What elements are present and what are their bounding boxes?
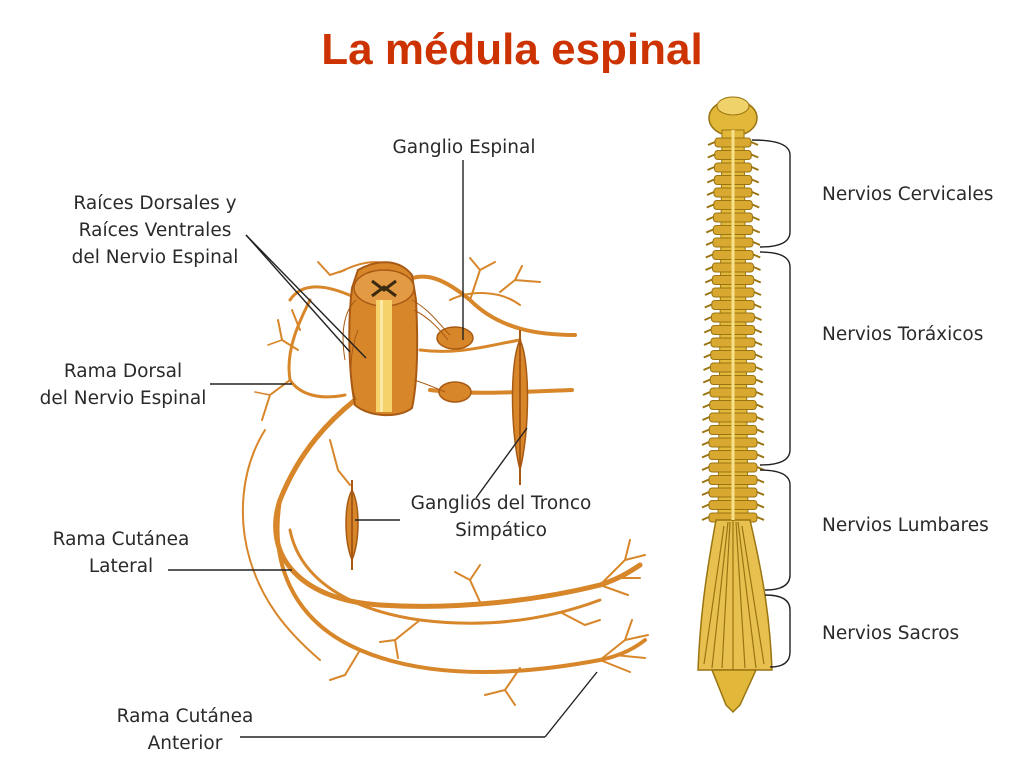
spinal-nerve-root: [707, 141, 716, 146]
label-rama-lateral-line1: Rama Cutánea: [52, 529, 190, 550]
leader-lines-left: [168, 160, 598, 738]
spinal-nerve-root: [755, 378, 764, 384]
spinal-nerve-root: [755, 366, 763, 371]
spinal-nerve-root: [704, 316, 712, 321]
label-rama-dorsal: Rama Dorsal del Nervio Espinal: [28, 358, 218, 412]
spinal-nerve-root: [753, 291, 762, 296]
spinal-nerve-root: [703, 353, 712, 359]
label-raices-line2: Raíces Ventrales: [78, 220, 232, 241]
spinal-nerve-root: [704, 291, 713, 296]
label-rama-dorsal-line1: Rama Dorsal: [63, 361, 183, 382]
spinal-nerve-root: [703, 328, 712, 334]
region-brackets: [751, 139, 791, 668]
label-nervios-lumbares: Nervios Lumbares: [822, 515, 989, 536]
spinal-nerve-root: [752, 216, 760, 221]
spinal-nerve-root: [706, 191, 715, 196]
spinal-nerve-root: [706, 178, 715, 184]
page-title: La médula espinal: [321, 25, 703, 74]
spinal-nerve-root: [701, 478, 710, 484]
spinal-nerve-root: [752, 241, 761, 246]
spinal-nerve-root: [756, 503, 765, 509]
spinal-nerve-root: [752, 228, 761, 234]
spinal-nerve-root: [702, 403, 711, 409]
spinal-nerve-root: [756, 516, 765, 521]
spinal-nerve-root: [754, 353, 763, 359]
label-ganglio-espinal: Ganglio Espinal: [392, 137, 536, 158]
label-ganglios-tronco-line1: Ganglios del Tronco: [410, 493, 592, 514]
spinal-column-illustration: [697, 96, 773, 714]
spinal-nerve-root: [751, 178, 760, 184]
spinal-nerve-root: [753, 266, 761, 271]
spinal-nerve-root: [703, 341, 712, 346]
spinal-nerve-root: [756, 441, 765, 446]
spinal-nerve-root: [755, 403, 764, 409]
spinal-nerve-root: [756, 416, 764, 421]
label-ganglios-tronco: Ganglios del Tronco Simpático: [396, 490, 606, 544]
spinal-nerve-root: [701, 503, 710, 509]
label-nervios-toraxicos: Nervios Toráxicos: [822, 324, 984, 345]
label-rama-dorsal-line2: del Nervio Espinal: [39, 388, 207, 409]
spinal-nerve-root: [753, 303, 762, 309]
spinal-nerve-root: [756, 453, 765, 459]
label-rama-lateral-line2: Lateral: [88, 556, 154, 577]
spinal-nerve-root: [756, 491, 765, 496]
spinal-nerve-root: [701, 466, 710, 471]
spinal-nerve-root: [707, 166, 715, 171]
label-raices-line3: del Nervio Espinal: [71, 247, 239, 268]
spinal-nerve-root: [754, 316, 762, 321]
spinal-nerve-root: [705, 228, 714, 234]
spinal-nerve-root: [751, 191, 760, 196]
spinal-nerve-root: [750, 153, 759, 159]
label-nervios-sacros: Nervios Sacros: [822, 623, 960, 644]
spinal-nerve-root: [756, 428, 765, 434]
spinal-nerve-root: [704, 278, 713, 284]
label-raices: Raíces Dorsales y Raíces Ventrales del N…: [55, 190, 255, 271]
label-rama-lateral: Rama Cutánea Lateral: [46, 526, 196, 580]
spinal-nerve-root: [701, 491, 710, 496]
label-rama-anterior-line2: Anterior: [147, 733, 223, 754]
spinal-nerve-root: [707, 153, 716, 159]
spinal-nerve-root: [753, 278, 762, 284]
spinal-nerve-root: [751, 203, 760, 209]
label-ganglios-tronco-line2: Simpático: [455, 520, 547, 541]
spinal-nerve-root: [702, 416, 710, 421]
spinal-nerve-root: [706, 203, 715, 209]
spinal-nerve-root: [704, 303, 713, 309]
spinal-nerve-root: [702, 378, 711, 384]
spinal-nerve-root: [706, 216, 714, 221]
spinal-nerve-root: [754, 341, 763, 346]
spinal-nerve-root: [750, 141, 759, 146]
spinal-nerve-root: [705, 253, 714, 259]
spinal-nerve-root: [705, 241, 714, 246]
spinal-nerve-root: [701, 441, 710, 446]
label-rama-anterior: Rama Cutánea Anterior: [110, 703, 260, 757]
spinal-nerve-root: [755, 391, 764, 396]
label-nervios-cervicales: Nervios Cervicales: [822, 184, 994, 205]
spinal-nerve-root: [703, 366, 711, 371]
spinal-nerve-root: [701, 516, 710, 521]
spinal-nerve-root: [702, 391, 711, 396]
spinal-nerve-root: [705, 266, 713, 271]
spinal-nerve-root: [752, 253, 761, 259]
label-raices-line1: Raíces Dorsales y: [73, 193, 237, 214]
spinal-nerve-root: [754, 328, 763, 334]
spinal-nerve-root: [701, 453, 710, 459]
spinal-nerve-root: [701, 428, 710, 434]
spinal-nerve-root: [751, 166, 759, 171]
label-rama-anterior-line1: Rama Cutánea: [116, 706, 254, 727]
spinal-nerve-root: [756, 478, 765, 484]
spinal-segment-illustration: [241, 257, 649, 706]
